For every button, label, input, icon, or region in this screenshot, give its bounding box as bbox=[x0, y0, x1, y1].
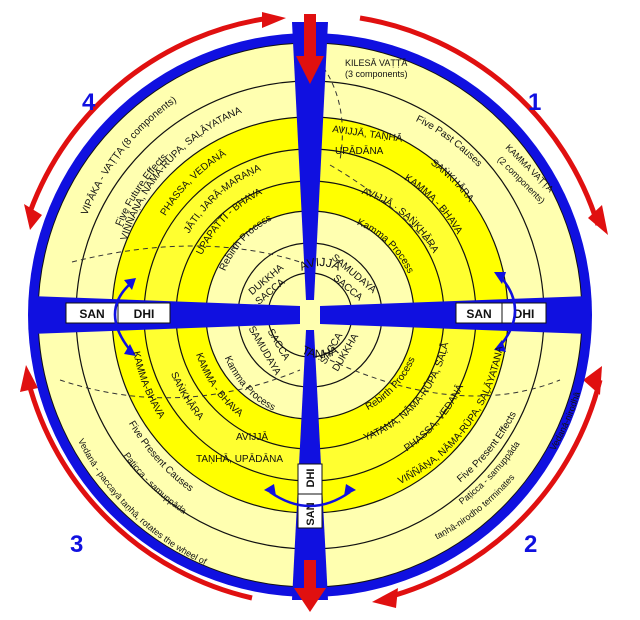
axis-red-arrows bbox=[294, 14, 326, 612]
sandhi-link-arrows bbox=[113, 275, 517, 508]
arrow-q1 bbox=[359, 15, 601, 226]
tr-upadana: UPĀDĀNA bbox=[335, 145, 384, 157]
svg-text:DHI: DHI bbox=[514, 307, 535, 321]
arrow-head-q1b bbox=[583, 366, 602, 395]
svg-text:SAN: SAN bbox=[305, 502, 317, 525]
center-avijja: AVIJJĀ bbox=[297, 255, 343, 274]
bl-avijja: AVIJJĀ bbox=[236, 431, 268, 443]
svg-text:DHI: DHI bbox=[305, 469, 317, 488]
arrow-head-q2 bbox=[372, 588, 398, 608]
arrow-head-q1 bbox=[588, 205, 608, 235]
tr-kilesa-sub: (3 components) bbox=[345, 69, 408, 79]
sandhi-right: SAN DHI bbox=[455, 302, 547, 324]
sandhi-bottom: SAN DHI bbox=[297, 463, 323, 529]
quadrant-number-4: 4 bbox=[82, 89, 96, 116]
svg-text:SAN: SAN bbox=[79, 307, 104, 321]
sandhi-left: SAN DHI bbox=[65, 302, 171, 324]
svg-text:SAN: SAN bbox=[466, 307, 491, 321]
quadrant-number-1: 1 bbox=[528, 89, 541, 116]
center-tanha: TAṆHĀ bbox=[300, 343, 341, 361]
tr-kilesa: KILESĀ VAṬṬĀ bbox=[345, 58, 407, 68]
arrow-q3 bbox=[25, 379, 253, 601]
bl-tanha-upadana: TAṆHĀ, UPĀDĀNA bbox=[196, 453, 283, 465]
quadrant-number-3: 3 bbox=[70, 531, 83, 558]
outer-flow-arrows bbox=[25, 15, 603, 601]
arrow-head-q4b bbox=[24, 204, 42, 230]
svg-text:DHI: DHI bbox=[134, 307, 155, 321]
quadrant-number-2: 2 bbox=[524, 531, 537, 558]
vertical-blue-band bbox=[292, 22, 328, 300]
arrow-q4 bbox=[27, 15, 271, 213]
arrow-head-q3 bbox=[20, 365, 38, 392]
outer-arrow-heads bbox=[20, 12, 608, 608]
arrow-head-q4 bbox=[262, 12, 286, 28]
arrow-q2 bbox=[384, 379, 603, 601]
